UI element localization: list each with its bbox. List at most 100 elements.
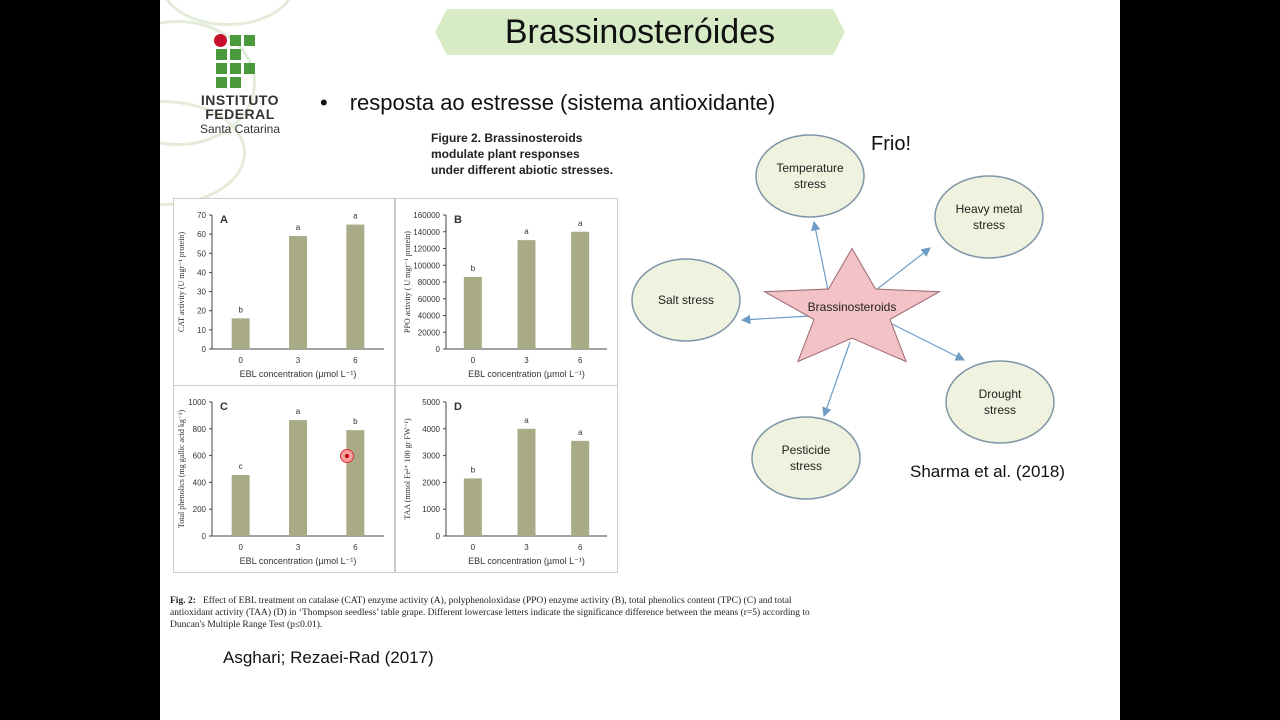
citation-right: Sharma et al. (2018) bbox=[910, 462, 1065, 481]
y-tick-label: 20 bbox=[197, 307, 206, 316]
node-label: stress bbox=[794, 177, 826, 191]
y-tick-label: 400 bbox=[193, 478, 207, 487]
logo-square bbox=[230, 35, 241, 46]
y-tick-label: 60000 bbox=[418, 295, 441, 304]
bar-letter-label: a bbox=[524, 227, 529, 236]
bar bbox=[517, 240, 536, 349]
node-temperature-stress: Temperature stress bbox=[755, 134, 865, 218]
logo-square bbox=[244, 63, 255, 74]
y-axis-label: PPO activity ( U mgr⁻¹ protein) bbox=[403, 231, 412, 333]
logo-red-dot bbox=[214, 34, 227, 47]
x-axis-label: EBL concentration (µmol L⁻¹) bbox=[468, 556, 585, 566]
node-label: Salt stress bbox=[658, 293, 714, 307]
logo-square bbox=[216, 77, 227, 88]
logo-square bbox=[244, 35, 255, 46]
caption-fig-label: Fig. 2: bbox=[170, 596, 196, 606]
bar-letter-label: b bbox=[471, 264, 476, 273]
panel-label: B bbox=[454, 214, 462, 226]
x-tick-label: 0 bbox=[238, 356, 243, 365]
y-tick-label: 200 bbox=[193, 505, 207, 514]
y-tick-label: 3000 bbox=[422, 452, 440, 461]
node-label: stress bbox=[973, 218, 1005, 232]
logo-line1: INSTITUTO bbox=[200, 92, 280, 108]
center-label: Brassinosteroids bbox=[808, 300, 897, 314]
x-tick-label: 6 bbox=[578, 543, 583, 552]
logo-square bbox=[216, 49, 227, 60]
y-tick-label: 2000 bbox=[422, 478, 440, 487]
y-tick-label: 40 bbox=[197, 268, 206, 277]
bar-letter-label: a bbox=[353, 212, 358, 221]
bar-letter-label: b bbox=[353, 417, 358, 426]
figure-title: Figure 2. Brassinosteroids modulate plan… bbox=[431, 131, 614, 177]
bar-letter-label: a bbox=[524, 416, 529, 425]
bar-letter-label: c bbox=[239, 462, 243, 471]
logo-square bbox=[230, 49, 241, 60]
bar bbox=[346, 224, 365, 349]
x-tick-label: 0 bbox=[471, 356, 476, 365]
x-tick-label: 6 bbox=[353, 356, 358, 365]
y-tick-label: 20000 bbox=[418, 328, 441, 337]
x-tick-label: 3 bbox=[296, 356, 301, 365]
node-ellipse bbox=[755, 134, 865, 218]
bar-letter-label: b bbox=[471, 465, 476, 474]
logo-square bbox=[230, 77, 241, 88]
y-tick-label: 5000 bbox=[422, 398, 440, 407]
node-ellipse bbox=[945, 360, 1055, 444]
chart-svg-b: 0200004000060000800001000001200001400001… bbox=[403, 211, 607, 379]
figure-caption: Fig. 2: Effect of EBL treatment on catal… bbox=[170, 595, 810, 631]
node-drought-stress: Drought stress bbox=[945, 360, 1055, 444]
diagram-arrow bbox=[887, 321, 966, 361]
y-axis-label: Total phenolics (mg gallic acid kg⁻¹) bbox=[177, 410, 186, 529]
y-tick-label: 160000 bbox=[413, 211, 440, 220]
y-tick-label: 0 bbox=[202, 532, 207, 541]
y-tick-label: 30 bbox=[197, 288, 206, 297]
citation-left: Asghari; Rezaei-Rad (2017) bbox=[223, 648, 434, 667]
bar-letter-label: b bbox=[238, 305, 243, 314]
y-axis-label: CAT activity (U mgr⁻¹ protein) bbox=[177, 232, 186, 333]
x-tick-label: 0 bbox=[238, 543, 243, 552]
y-tick-label: 1000 bbox=[422, 505, 440, 514]
bar bbox=[231, 318, 250, 349]
y-tick-label: 50 bbox=[197, 249, 206, 258]
diagram-center: Brassinosteroids bbox=[762, 247, 942, 363]
node-label: Drought bbox=[979, 387, 1022, 401]
bar bbox=[517, 428, 536, 536]
y-tick-label: 4000 bbox=[422, 425, 440, 434]
node-ellipse bbox=[934, 175, 1044, 259]
node-salt-stress: Salt stress bbox=[631, 258, 741, 342]
bar bbox=[463, 276, 482, 349]
x-axis-label: EBL concentration (µmol L⁻¹) bbox=[468, 369, 585, 379]
logo-line3: Santa Catarina bbox=[199, 122, 281, 136]
y-tick-label: 100000 bbox=[413, 261, 440, 270]
bar bbox=[289, 420, 307, 536]
bullet-text: resposta ao estresse (sistema antioxidan… bbox=[349, 90, 776, 115]
slide-title: Brassinosteróides bbox=[504, 12, 776, 51]
y-tick-label: 0 bbox=[436, 345, 441, 354]
bar bbox=[289, 236, 307, 349]
bar-letter-label: a bbox=[296, 223, 301, 232]
node-label: Temperature bbox=[776, 161, 844, 175]
panel-label: A bbox=[220, 214, 228, 226]
bullet-dot: • bbox=[320, 90, 328, 115]
title-banner: Brassinosteróides bbox=[435, 9, 845, 55]
node-ellipse bbox=[631, 258, 741, 342]
y-tick-label: 800 bbox=[193, 425, 207, 434]
x-axis-label: EBL concentration (µmol L⁻¹) bbox=[240, 369, 357, 379]
y-tick-label: 140000 bbox=[413, 228, 440, 237]
x-tick-label: 3 bbox=[296, 543, 301, 552]
bar bbox=[571, 231, 590, 349]
y-tick-label: 80000 bbox=[418, 278, 441, 287]
x-tick-label: 6 bbox=[578, 356, 583, 365]
y-tick-label: 1000 bbox=[188, 398, 206, 407]
node-label: stress bbox=[984, 403, 1016, 417]
diagram-arrow bbox=[822, 341, 851, 418]
x-tick-label: 3 bbox=[524, 543, 529, 552]
diagram-arrow bbox=[810, 220, 829, 291]
y-tick-label: 10 bbox=[197, 326, 206, 335]
